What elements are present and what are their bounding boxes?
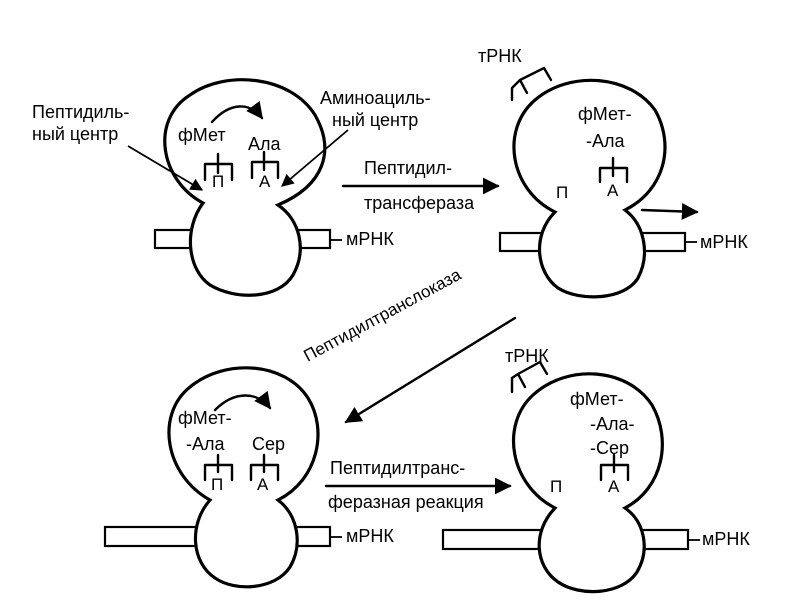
panel2-mrna-label: мРНК: [700, 232, 748, 252]
panel1-mrna-label: мРНК: [346, 229, 394, 249]
panel1-aminoacyl-pointer: [281, 129, 349, 187]
panel3-chain-2: -Ала: [186, 434, 225, 454]
step3-label-2: феразная реакция: [328, 492, 484, 512]
panel3-mrna-label: мРНК: [346, 526, 394, 546]
panel1-aminoacyl-center-label-2: ный центр: [332, 110, 419, 130]
panel1-transfer-arrow: [210, 100, 264, 124]
panel3-trna-p-icon: [203, 453, 234, 482]
panel1-amino-acid-2: Ала: [248, 134, 281, 154]
panel2-trna-label: тРНК: [478, 46, 522, 66]
panel3-chain-1: фМет-: [178, 408, 232, 428]
panel1-amino-acid-1: фМет: [178, 125, 226, 145]
panel2-trna-a-icon: [598, 156, 629, 184]
panel2-chain-2: -Ала: [586, 131, 625, 151]
panel1-site-p: П: [212, 172, 225, 191]
panel1-site-a: А: [259, 172, 271, 191]
panel4-mrna-label: мРНК: [702, 529, 750, 549]
panel4-trna-a-icon: [599, 453, 630, 482]
panel1-ribosome: [127, 78, 349, 297]
panel1-trna-a-icon: [250, 150, 280, 180]
panel3-ribosome: [103, 366, 342, 589]
step3-label-1: Пептидилтранс-: [330, 458, 466, 478]
panel1-peptidyl-center-label-2: ный центр: [32, 124, 119, 144]
panel4-ribosome-body: [511, 372, 664, 594]
panel3-trna-a-icon: [249, 453, 280, 482]
panel4-free-trna-icon: [510, 360, 549, 394]
panel2-site-p: П: [556, 183, 569, 202]
panel4-site-p: П: [550, 477, 563, 496]
panel3-ribosome-body: [167, 366, 320, 589]
panel1-aminoacyl-center-label-1: Аминоациль-: [320, 88, 431, 108]
panel1-trna-p-icon: [203, 152, 234, 182]
panel2-shift-arrow: [640, 203, 699, 220]
panel1-ribosome-body: [163, 78, 327, 297]
panel2-ribosome: [498, 66, 699, 299]
panel4-site-a: А: [608, 477, 620, 496]
panel1-peptidyl-pointer: [127, 145, 204, 191]
panel3-amino-acid-new: Сер: [252, 434, 286, 454]
panel4-trna-label: тРНК: [505, 346, 549, 366]
panel4-chain-2: -Ала-: [590, 414, 635, 434]
panel2-chain-1: фМет-: [578, 104, 632, 124]
panel1-peptidyl-center-label-1: Пептидиль-: [32, 102, 130, 122]
panel4-chain-1: фМет-: [570, 389, 624, 409]
panel3-site-a: А: [257, 475, 269, 494]
panel3-site-p: П: [211, 475, 224, 494]
step2-arrow: [344, 316, 517, 424]
panel2-free-trna-icon: [510, 66, 553, 102]
step1-label-2: трансфераза: [364, 193, 475, 213]
step1-label-1: Пептидил-: [364, 158, 453, 178]
panel4-chain-3: -Сер: [590, 438, 630, 458]
panel4-ribosome: [441, 360, 700, 594]
panel2-site-a: А: [607, 181, 619, 200]
panel2-ribosome-body: [512, 78, 667, 299]
panel3-transfer-arrow: [213, 390, 272, 412]
